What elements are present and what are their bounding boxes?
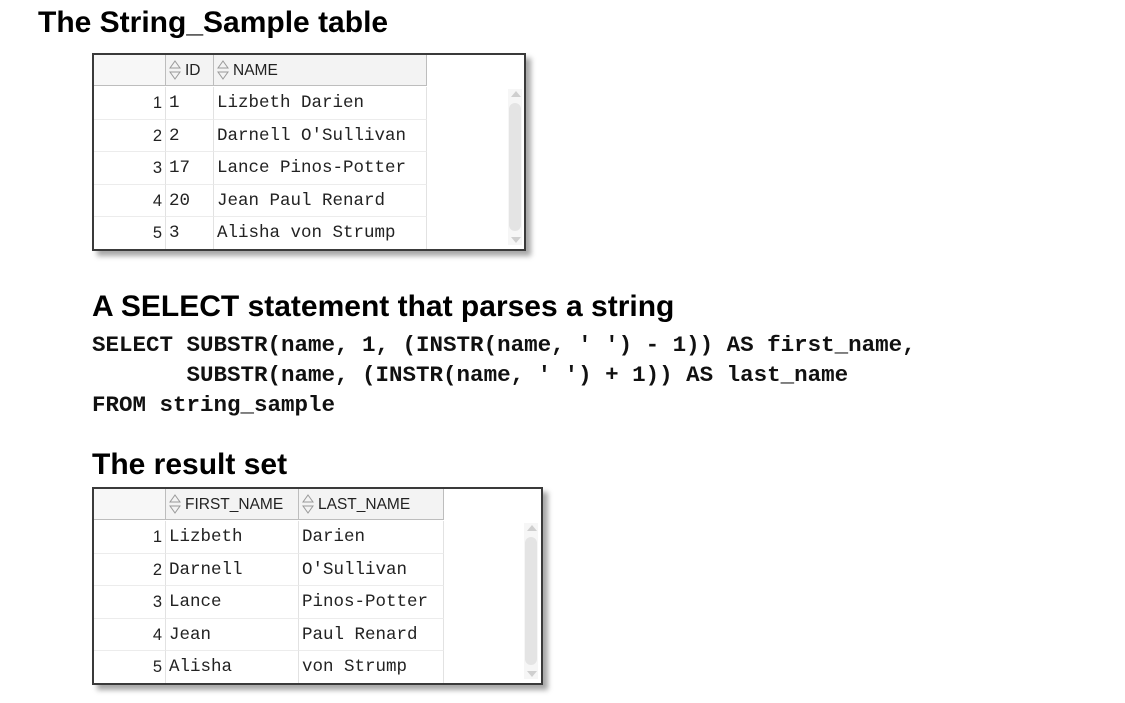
cell-name[interactable]: Darnell O'Sullivan <box>214 119 427 152</box>
cell-first-name[interactable]: Lance <box>166 586 299 619</box>
scrollbar-thumb[interactable] <box>509 103 521 231</box>
table-row[interactable]: 4 20 Jean Paul Renard <box>94 184 427 217</box>
row-number: 4 <box>94 618 166 651</box>
scroll-down-arrow-icon[interactable] <box>527 671 537 677</box>
sort-arrows-icon[interactable] <box>217 60 229 80</box>
cell-last-name[interactable]: Paul Renard <box>299 618 444 651</box>
row-number: 4 <box>94 184 166 217</box>
section-title-result-set: The result set <box>92 448 288 481</box>
row-number: 3 <box>94 586 166 619</box>
cell-name[interactable]: Lance Pinos-Potter <box>214 152 427 185</box>
cell-last-name[interactable]: von Strump <box>299 651 444 683</box>
row-number: 5 <box>94 651 166 683</box>
scroll-up-arrow-icon[interactable] <box>527 525 537 531</box>
cell-id[interactable]: 20 <box>166 184 214 217</box>
sql-line: SUBSTR(name, (INSTR(name, ' ') + 1)) AS … <box>92 362 849 388</box>
table-row[interactable]: 5 3 Alisha von Strump <box>94 217 427 249</box>
string-sample-grid: ID NAME 1 1 Lizbeth Darien 2 2 Darnell O… <box>92 53 526 251</box>
table-row[interactable]: 4 Jean Paul Renard <box>94 618 444 651</box>
cell-name[interactable]: Jean Paul Renard <box>214 184 427 217</box>
column-header-first-name[interactable]: FIRST_NAME <box>166 489 299 520</box>
column-header-label: NAME <box>233 61 278 79</box>
row-number: 2 <box>94 119 166 152</box>
cell-first-name[interactable]: Jean <box>166 618 299 651</box>
sort-arrows-icon[interactable] <box>302 494 314 514</box>
cell-first-name[interactable]: Darnell <box>166 553 299 586</box>
cell-id[interactable]: 1 <box>166 87 214 120</box>
table-row[interactable]: 1 1 Lizbeth Darien <box>94 87 427 120</box>
table-row[interactable]: 1 Lizbeth Darien <box>94 521 444 554</box>
row-number: 2 <box>94 553 166 586</box>
scroll-down-arrow-icon[interactable] <box>511 237 521 243</box>
grid-header: ID NAME <box>94 55 427 87</box>
rownum-header <box>94 489 166 520</box>
column-header-last-name[interactable]: LAST_NAME <box>299 489 444 520</box>
column-header-label: FIRST_NAME <box>185 495 284 513</box>
vertical-scrollbar[interactable] <box>508 89 522 245</box>
table-row[interactable]: 3 Lance Pinos-Potter <box>94 586 444 619</box>
sql-code-block: SELECT SUBSTR(name, 1, (INSTR(name, ' ')… <box>92 330 916 420</box>
section-title-select-statement: A SELECT statement that parses a string <box>92 290 675 323</box>
rownum-header <box>94 55 166 86</box>
cell-name[interactable]: Lizbeth Darien <box>214 87 427 120</box>
grid-body: 1 1 Lizbeth Darien 2 2 Darnell O'Sulliva… <box>94 87 427 249</box>
table-row[interactable]: 2 2 Darnell O'Sullivan <box>94 119 427 152</box>
scrollbar-thumb[interactable] <box>525 537 537 665</box>
sort-arrows-icon[interactable] <box>169 60 181 80</box>
grid-header: FIRST_NAME LAST_NAME <box>94 489 444 521</box>
cell-last-name[interactable]: Pinos-Potter <box>299 586 444 619</box>
column-header-name[interactable]: NAME <box>214 55 427 86</box>
column-header-label: LAST_NAME <box>318 495 411 513</box>
scroll-up-arrow-icon[interactable] <box>511 91 521 97</box>
vertical-scrollbar[interactable] <box>524 523 538 679</box>
sort-arrows-icon[interactable] <box>169 494 181 514</box>
table-row[interactable]: 5 Alisha von Strump <box>94 651 444 683</box>
row-number: 3 <box>94 152 166 185</box>
sql-line: FROM string_sample <box>92 392 336 418</box>
grid-body: 1 Lizbeth Darien 2 Darnell O'Sullivan 3 … <box>94 521 444 683</box>
cell-last-name[interactable]: Darien <box>299 521 444 554</box>
cell-name[interactable]: Alisha von Strump <box>214 217 427 249</box>
row-number: 1 <box>94 521 166 554</box>
table-row[interactable]: 2 Darnell O'Sullivan <box>94 553 444 586</box>
cell-id[interactable]: 17 <box>166 152 214 185</box>
column-header-label: ID <box>185 61 201 79</box>
cell-id[interactable]: 2 <box>166 119 214 152</box>
cell-last-name[interactable]: O'Sullivan <box>299 553 444 586</box>
result-set-grid: FIRST_NAME LAST_NAME 1 Lizbeth Darien 2 … <box>92 487 543 685</box>
table-row[interactable]: 3 17 Lance Pinos-Potter <box>94 152 427 185</box>
column-header-id[interactable]: ID <box>166 55 214 86</box>
row-number: 5 <box>94 217 166 249</box>
cell-id[interactable]: 3 <box>166 217 214 249</box>
cell-first-name[interactable]: Lizbeth <box>166 521 299 554</box>
row-number: 1 <box>94 87 166 120</box>
section-title-string-sample: The String_Sample table <box>38 6 389 39</box>
sql-line: SELECT SUBSTR(name, 1, (INSTR(name, ' ')… <box>92 332 916 358</box>
cell-first-name[interactable]: Alisha <box>166 651 299 683</box>
